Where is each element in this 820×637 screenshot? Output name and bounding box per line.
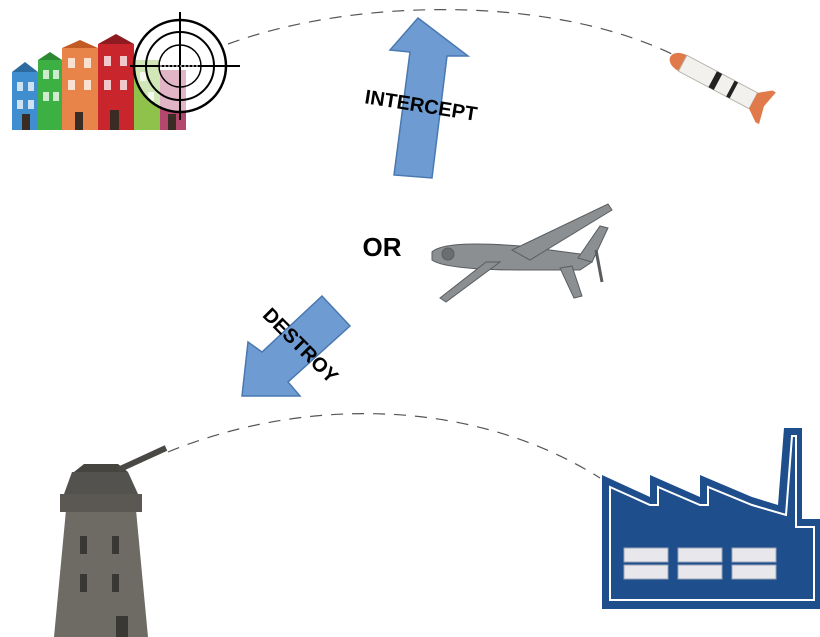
- houses-icon: [12, 34, 186, 130]
- gun-trajectory-arc: [167, 413, 601, 479]
- drone-icon: [431, 203, 613, 303]
- crosshair-icon: [130, 12, 240, 120]
- destroy-arrow: [241, 294, 352, 397]
- or-label: OR: [363, 232, 402, 262]
- gun-tower-icon: [54, 445, 168, 637]
- missile-trajectory-arc: [227, 9, 681, 59]
- missile-icon: [669, 52, 776, 125]
- factory-icon: [602, 428, 820, 609]
- intercept-arrow: [388, 16, 471, 179]
